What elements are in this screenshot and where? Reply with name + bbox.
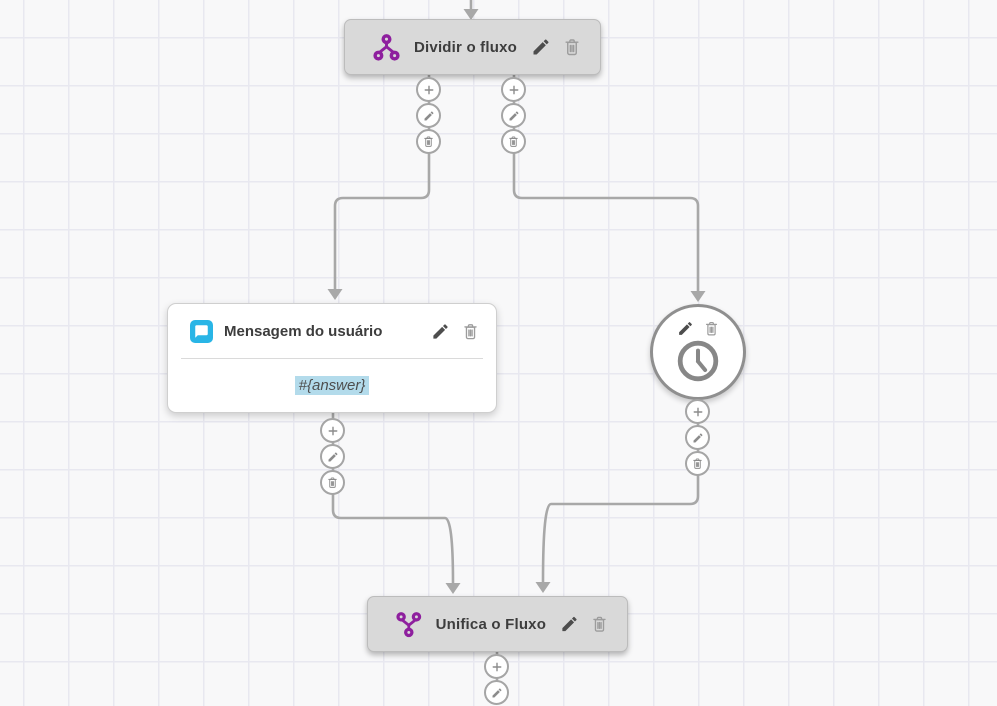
chat-bubble-icon — [190, 319, 213, 343]
trash-icon[interactable] — [703, 320, 720, 337]
add-node-button[interactable] — [320, 418, 345, 443]
trash-icon — [507, 135, 520, 148]
arrowhead-into-merge-node-left — [445, 583, 461, 594]
wire-wait-to-merge — [541, 400, 700, 583]
merge-branch-actions — [484, 654, 509, 706]
wire-split-right-branch — [512, 75, 700, 291]
edit-condition-button[interactable] — [501, 103, 526, 129]
branch-actions-left — [416, 77, 441, 156]
user-message-body: #{answer} — [168, 359, 496, 411]
edit-icon[interactable] — [431, 322, 450, 341]
plus-icon — [490, 660, 504, 674]
split-flow-icon — [373, 34, 400, 61]
add-node-button[interactable] — [484, 654, 509, 679]
branch-actions-right — [501, 77, 526, 156]
delete-connection-button[interactable] — [685, 451, 710, 477]
split-node-title: Dividir o fluxo — [414, 38, 518, 56]
plus-icon — [422, 83, 436, 97]
delete-connection-button[interactable] — [416, 129, 441, 155]
merge-node-title: Unifica o Fluxo — [435, 615, 547, 633]
trash-icon — [691, 457, 704, 470]
wire-message-to-merge — [331, 413, 455, 584]
delete-connection-button[interactable] — [501, 129, 526, 155]
add-node-button[interactable] — [501, 77, 526, 102]
pencil-icon — [491, 687, 503, 699]
edit-condition-button[interactable] — [320, 444, 345, 470]
plus-icon — [507, 83, 521, 97]
arrowhead-into-split-node — [463, 9, 479, 20]
merge-flow-icon — [396, 611, 422, 638]
trash-icon[interactable] — [562, 37, 582, 57]
pencil-icon — [423, 110, 435, 122]
trash-icon — [326, 476, 339, 489]
clock-icon — [675, 338, 721, 384]
edit-condition-button[interactable] — [416, 103, 441, 129]
arrowhead-into-merge-node-right — [535, 582, 551, 593]
edit-condition-button[interactable] — [484, 680, 509, 706]
arrowhead-into-message-node — [327, 289, 343, 300]
wire-split-left-branch — [333, 75, 431, 289]
edit-condition-button[interactable] — [685, 425, 710, 451]
user-message-header: Mensagem do usuário — [168, 304, 496, 358]
connector-layer — [327, 0, 706, 691]
plus-icon — [691, 405, 705, 419]
pencil-icon — [692, 432, 704, 444]
wait-node-actions — [677, 320, 720, 337]
trash-icon[interactable] — [461, 322, 480, 341]
user-message-title: Mensagem do usuário — [224, 322, 383, 340]
plus-icon — [326, 424, 340, 438]
wait-branch-actions — [685, 399, 710, 478]
add-node-button[interactable] — [685, 399, 710, 424]
edit-icon[interactable] — [677, 320, 694, 337]
delete-connection-button[interactable] — [320, 470, 345, 496]
pencil-icon — [508, 110, 520, 122]
edit-icon[interactable] — [531, 37, 551, 57]
node-divider — [181, 358, 483, 359]
pencil-icon — [327, 451, 339, 463]
node-split-flow[interactable]: Dividir o fluxo — [344, 19, 601, 75]
trash-icon — [422, 135, 435, 148]
node-wait-delay[interactable] — [650, 304, 746, 400]
arrowhead-into-wait-node — [690, 291, 706, 302]
trash-icon[interactable] — [590, 614, 609, 634]
node-user-message[interactable]: Mensagem do usuário #{answer} — [167, 303, 497, 413]
node-merge-flow[interactable]: Unifica o Fluxo — [367, 596, 628, 652]
edit-icon[interactable] — [560, 614, 579, 634]
add-node-button[interactable] — [416, 77, 441, 102]
answer-variable-chip[interactable]: #{answer} — [294, 375, 370, 395]
message-node-actions — [320, 418, 345, 497]
